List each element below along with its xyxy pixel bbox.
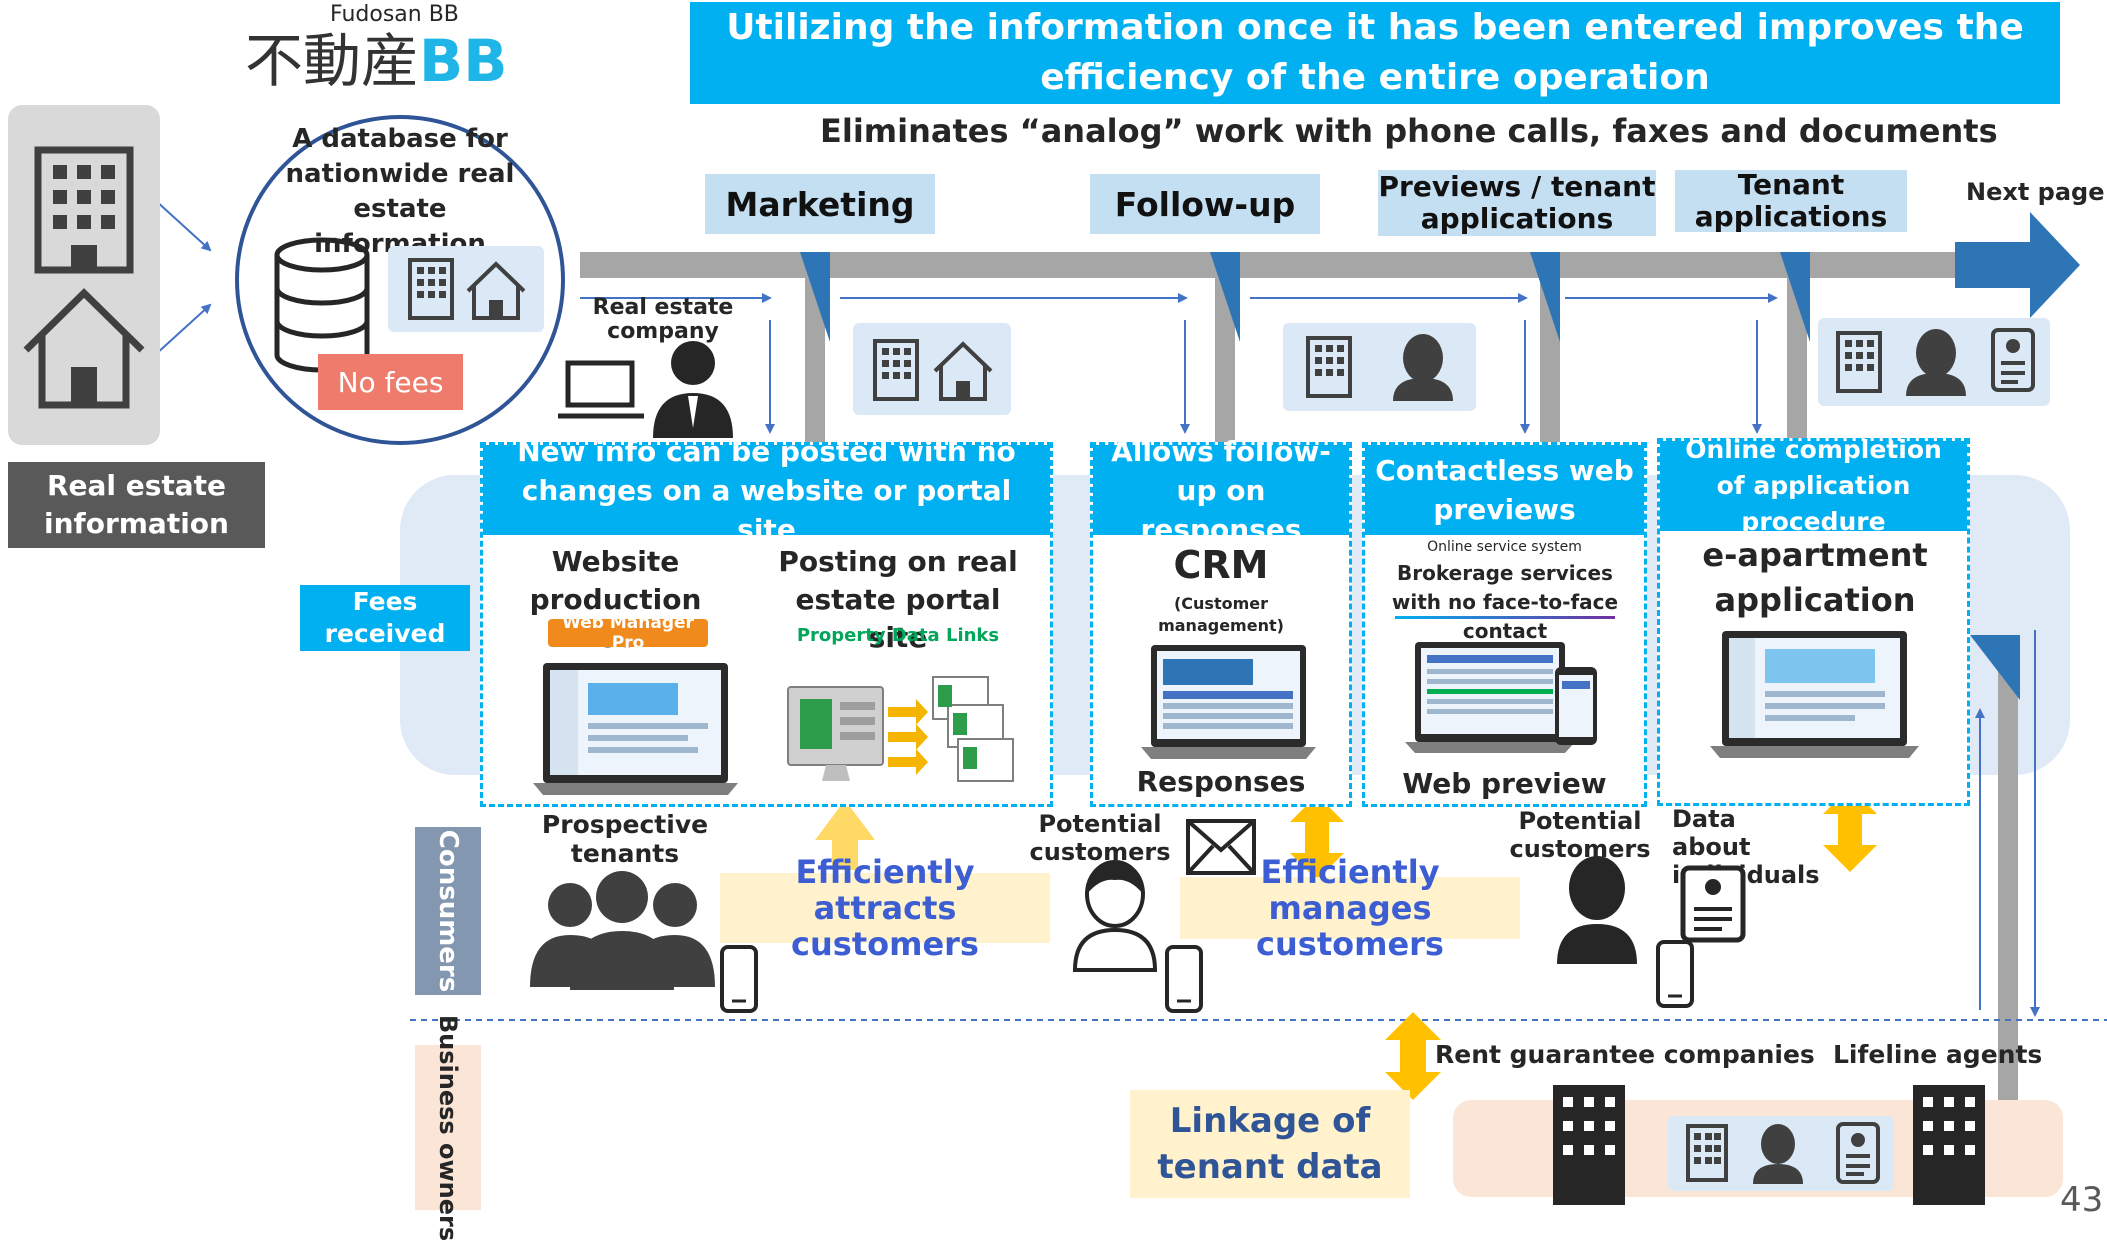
panel-posting-header: New info can be posted with no changes o… xyxy=(483,435,1050,546)
potential-customers-2: Potential customers xyxy=(1509,807,1651,863)
web-underline xyxy=(1395,616,1615,619)
document-icon xyxy=(1680,865,1746,943)
ribbon-1 xyxy=(800,252,830,342)
panel-posting: New info can be posted with no changes o… xyxy=(480,435,1053,807)
phase-previews: Previews / tenant applications xyxy=(1378,170,1656,236)
lifeline-label: Lifeline agents xyxy=(1833,1040,2043,1069)
crm-title: CRM xyxy=(1173,543,1269,587)
prospective-tenants-label: Prospective tenants xyxy=(541,810,709,868)
woman-icon-2 xyxy=(1557,856,1637,964)
real-estate-info-label: Real estate information xyxy=(8,462,265,548)
panel-apply-header: Online completion of application procedu… xyxy=(1660,435,1967,536)
up-gold-arrow xyxy=(815,800,875,870)
portal-monitor-icon xyxy=(787,676,1014,782)
followup-icons xyxy=(1283,323,1476,411)
web-laptop-phone xyxy=(1405,642,1597,753)
panel-web-header: Contactless web previews xyxy=(1365,445,1644,535)
real-estate-icon-box xyxy=(8,105,160,445)
business-owners-band: Business owners xyxy=(415,1014,481,1241)
brand-small-label: Fudosan BB xyxy=(330,2,459,27)
office-building-icon-1 xyxy=(1553,1085,1625,1205)
logo: 不動産BB xyxy=(245,26,507,96)
next-page-arrow xyxy=(1955,212,2080,318)
return-pipe xyxy=(1998,655,2018,1115)
apply-laptop xyxy=(1710,631,1919,758)
panel-application: Online completion of application procedu… xyxy=(1657,435,1970,806)
tool2-title: Posting on real estate portal site xyxy=(778,545,1018,654)
phase-follow-up: Follow-up xyxy=(1090,174,1320,234)
consumers-band: Consumers xyxy=(415,827,481,995)
panel-crm: Allows follow-up on responses CRM (Custo… xyxy=(1090,435,1352,807)
apply-title: e-apartment application xyxy=(1702,536,1928,619)
double-gold-arrow-3 xyxy=(1385,1012,1441,1100)
business-owners-label: Business owners xyxy=(434,1014,463,1241)
web-manager-pro-logo: Web Manager Pro xyxy=(548,613,708,653)
office-building-icon-2 xyxy=(1913,1085,1985,1205)
application-icons xyxy=(1818,318,2050,406)
phase-marketing: Marketing xyxy=(705,174,935,234)
rent-guarantee-label: Rent guarantee companies xyxy=(1435,1040,1815,1069)
phase-tenant-applications: Tenant applications xyxy=(1675,169,1907,233)
logo-latin: BB xyxy=(419,27,508,95)
banner-title: Utilizing the information once it has be… xyxy=(690,2,2060,104)
group-people-icon xyxy=(530,871,715,990)
laptop-screenshot xyxy=(533,663,738,795)
page-number: 43 xyxy=(2060,1180,2104,1220)
web-small-label: Online service system xyxy=(1427,539,1582,555)
ribbon-4 xyxy=(1780,252,1810,342)
linkage-tenant-data: Linkage of tenant data xyxy=(1130,1090,1410,1198)
fees-received-label: Fees received xyxy=(300,585,470,651)
building-house-icon xyxy=(23,146,145,409)
subtitle: Eliminates “analog” work with phone call… xyxy=(820,112,1998,150)
db-building-house-icon xyxy=(388,246,544,332)
consumers-label: Consumers xyxy=(433,829,463,993)
phone-icon-3 xyxy=(1656,940,1694,1008)
crm-subtitle: (Customer management) xyxy=(1158,594,1284,635)
phone-icon-2 xyxy=(1165,945,1203,1013)
pipeline-bar xyxy=(580,252,1960,278)
no-fees-badge: No fees xyxy=(318,354,463,410)
attracts-customers-label: Efficiently attracts customers xyxy=(720,854,1050,962)
phone-icon-1 xyxy=(720,945,758,1013)
panel-web-preview: Contactless web previews Online service … xyxy=(1362,442,1647,807)
double-gold-arrow-2 xyxy=(1823,787,1877,872)
crm-laptop xyxy=(1141,645,1316,759)
mail-icon xyxy=(1186,819,1256,875)
woman-icon-1 xyxy=(1072,860,1158,972)
potential-customers-1: Potential customers xyxy=(1029,810,1171,866)
database-description: A database for nationwide real estate in… xyxy=(285,124,515,259)
owners-icons xyxy=(1668,1116,1894,1191)
web-footer: Web preview xyxy=(1402,767,1607,800)
logo-kanji: 不動産 xyxy=(245,27,420,95)
double-gold-arrow-1 xyxy=(1290,795,1344,880)
ribbon-3 xyxy=(1530,252,1560,342)
real-estate-company-label: Real estate company xyxy=(592,295,734,344)
crm-footer: Responses xyxy=(1136,765,1306,798)
ribbon-2 xyxy=(1210,252,1240,342)
ribbon-5 xyxy=(1970,635,2020,700)
tool2-subtitle: Property Data Links xyxy=(796,625,1000,646)
panel-crm-header: Allows follow-up on responses xyxy=(1093,435,1349,546)
manages-customers-label: Efficiently manages customers xyxy=(1180,854,1520,962)
marketing-icons xyxy=(853,323,1011,415)
next-page-label: Next page xyxy=(1966,178,2105,206)
web-description: Brokerage services with no face-to-face … xyxy=(1391,561,1619,643)
person-laptop-icon xyxy=(558,341,733,438)
